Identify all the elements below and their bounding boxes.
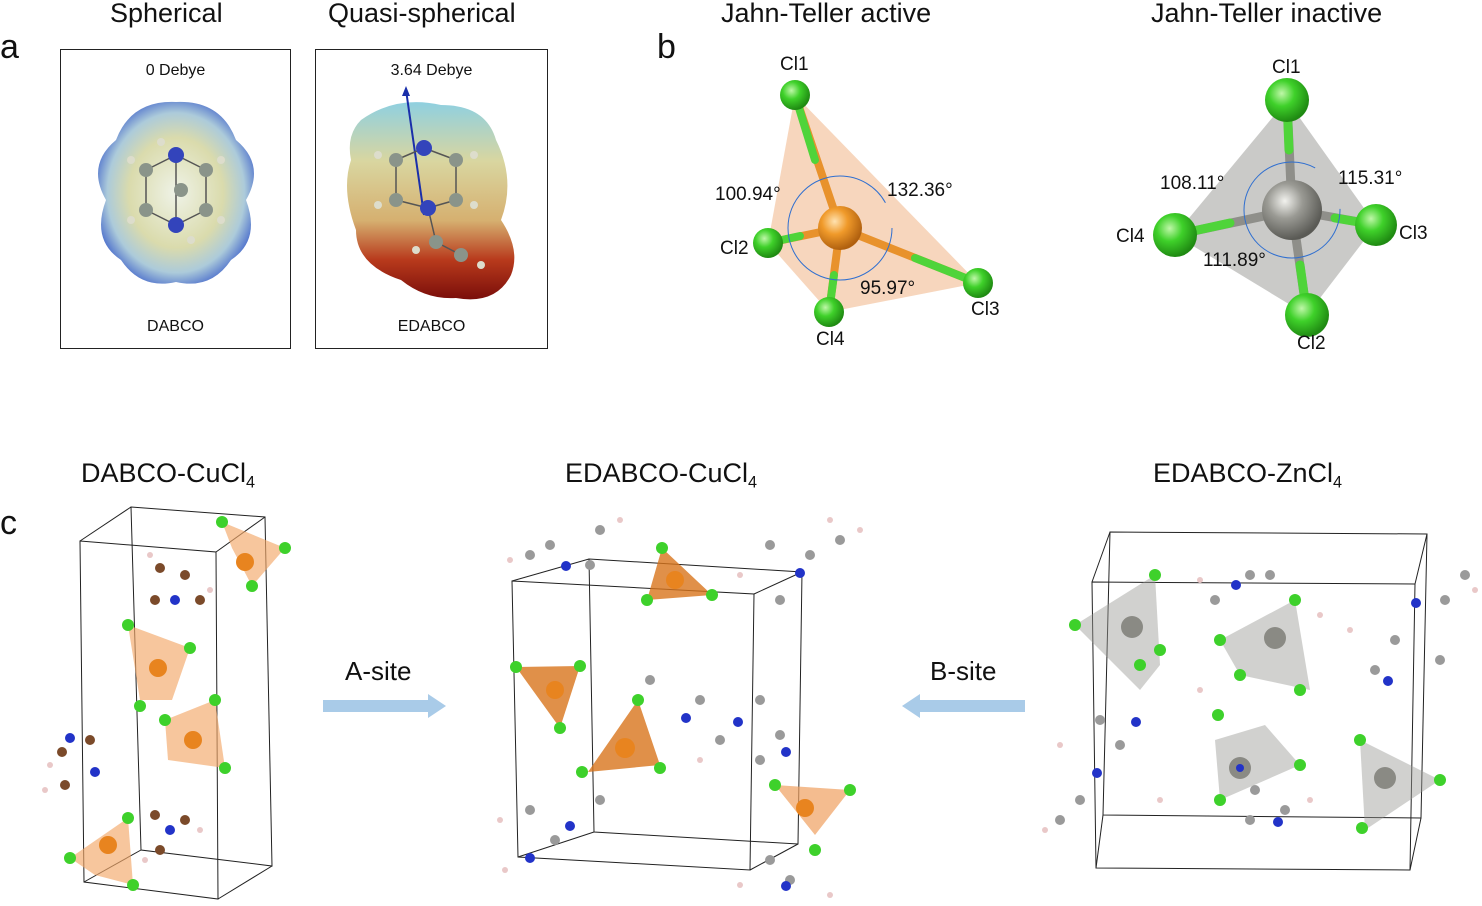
jt-inactive-cl4-label: Cl4 bbox=[1116, 226, 1145, 247]
jt-inactive-cl2-label: Cl2 bbox=[1297, 333, 1326, 354]
jt-active-cl2-atom bbox=[753, 228, 783, 258]
cell2-cucl4-tetrahedra bbox=[516, 548, 850, 835]
cell2-atoms bbox=[497, 517, 863, 898]
jt-active-cl3-atom bbox=[963, 268, 993, 298]
edabco-dipole: 3.64 Debye bbox=[390, 62, 473, 79]
cell1-cucl4-tetrahedra bbox=[70, 522, 285, 885]
cell-edabco-cucl4 bbox=[511, 558, 803, 871]
cell-edabco-zncl4 bbox=[1091, 531, 1428, 871]
title-jt-inactive: Jahn-Teller inactive bbox=[1151, 0, 1383, 28]
jt-inactive-cl3-label: Cl3 bbox=[1399, 223, 1428, 244]
jt-inactive-angle-2: 115.31° bbox=[1338, 168, 1403, 189]
jt-inactive-angle-1: 108.11° bbox=[1160, 173, 1225, 194]
b-site-label: B-site bbox=[930, 656, 997, 686]
b-site-arrow bbox=[902, 694, 1025, 718]
jt-active-angle-3: 95.97° bbox=[860, 278, 916, 299]
jt-inactive-cl4-atom bbox=[1153, 213, 1197, 257]
edabco-name: EDABCO bbox=[397, 318, 466, 335]
cell3-atoms bbox=[1042, 569, 1478, 834]
structure-title-dabco-cucl4: DABCO-CuCl4 bbox=[81, 458, 256, 492]
jt-inactive-zn-atom bbox=[1262, 180, 1322, 240]
panel-b-letter: b bbox=[657, 28, 676, 66]
panel-a-letter: a bbox=[0, 28, 19, 66]
jt-inactive-cl1-label: Cl1 bbox=[1272, 57, 1301, 78]
edabco-esp-surface bbox=[347, 86, 515, 300]
title-jt-active: Jahn-Teller active bbox=[721, 0, 932, 28]
edabco-box: 3.64 Debye EDABCO bbox=[315, 49, 548, 349]
cell-dabco-cucl4 bbox=[79, 506, 273, 900]
dabco-esp-surface bbox=[98, 101, 254, 284]
jt-active-cu-atom bbox=[818, 206, 862, 250]
header-quasi-spherical: Quasi-spherical bbox=[328, 0, 516, 28]
dabco-box: 0 Debye DABCO bbox=[60, 49, 291, 349]
jt-active-cl4-atom bbox=[814, 297, 844, 327]
cell3-zncl4-tetrahedra bbox=[1075, 575, 1440, 830]
jt-inactive-cl3-atom bbox=[1355, 204, 1397, 246]
cell1-atoms bbox=[42, 516, 291, 891]
jt-active-cl1-atom bbox=[780, 80, 810, 110]
jt-active-cl4-label: Cl4 bbox=[816, 329, 845, 350]
structure-title-edabco-zncl4: EDABCO-ZnCl4 bbox=[1153, 458, 1343, 492]
jt-active-angle-2: 132.36° bbox=[887, 180, 953, 201]
jt-inactive-cl2-atom bbox=[1285, 293, 1329, 337]
dabco-dipole: 0 Debye bbox=[145, 62, 206, 79]
dabco-name: DABCO bbox=[147, 318, 204, 335]
a-site-label: A-site bbox=[345, 656, 412, 686]
jt-active-cl3-label: Cl3 bbox=[971, 299, 1000, 320]
jt-active-cl2-label: Cl2 bbox=[720, 238, 749, 259]
panel-c-letter: c bbox=[0, 504, 17, 542]
jt-active-angle-1: 100.94° bbox=[715, 184, 781, 205]
header-spherical: Spherical bbox=[110, 0, 223, 28]
jt-active-cl1-label: Cl1 bbox=[780, 54, 809, 75]
jt-inactive-tetrahedron bbox=[1175, 100, 1376, 315]
jt-inactive-cl1-atom bbox=[1265, 78, 1309, 122]
jt-inactive-angle-3: 111.89° bbox=[1203, 250, 1266, 271]
jt-active-angle-arc bbox=[787, 175, 893, 281]
jt-inactive-angle-arc bbox=[1243, 161, 1341, 259]
structure-title-edabco-cucl4: EDABCO-CuCl4 bbox=[565, 458, 758, 492]
a-site-arrow bbox=[323, 694, 446, 718]
